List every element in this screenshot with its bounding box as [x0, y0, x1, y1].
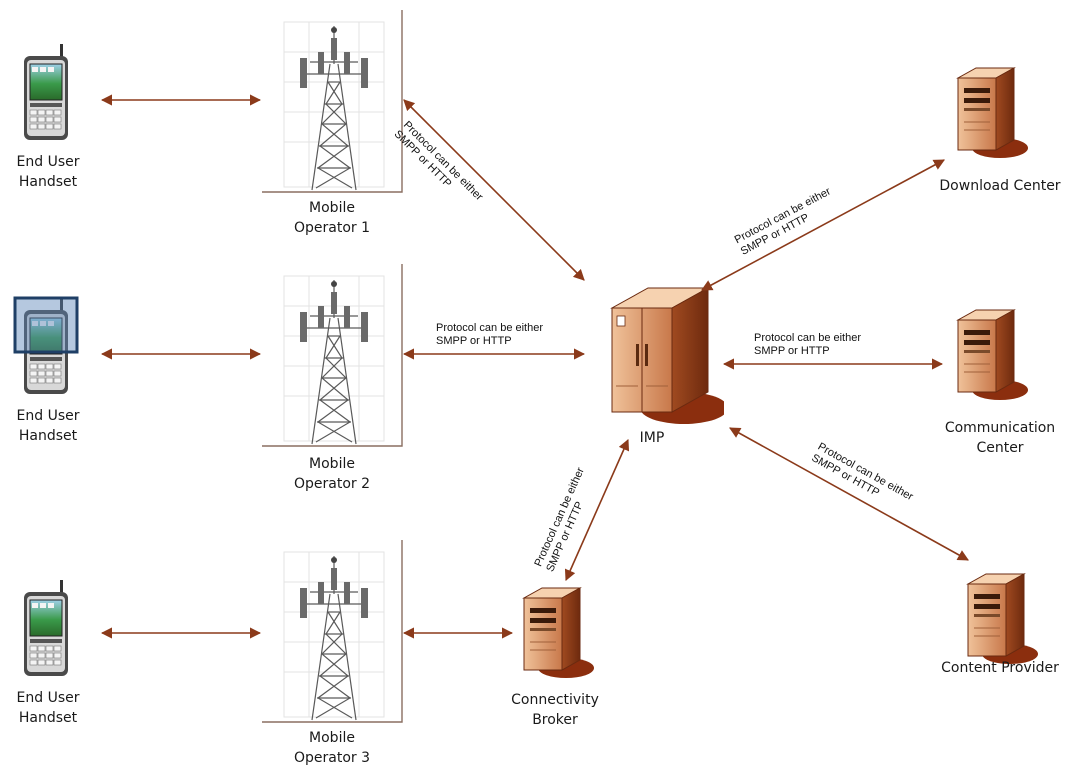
content-provider-label: Content Provider	[941, 660, 1059, 676]
end-user-handset-1	[23, 44, 69, 141]
content-provider-server-icon	[967, 573, 1038, 665]
download-center-label: Download Center	[939, 178, 1061, 194]
handset-selection-box	[13, 296, 79, 354]
imp-server-icon	[611, 287, 724, 425]
cell-tower-icon-3	[283, 551, 385, 721]
connectivity-broker-server-icon	[523, 587, 594, 679]
arrow-broker-imp	[564, 438, 630, 582]
arrow-operator1-imp	[403, 99, 585, 281]
end-user-handset-3	[23, 580, 69, 677]
arrow-imp-download-center	[701, 159, 945, 291]
communication-center-server-icon	[957, 309, 1028, 401]
operator-3-frame	[262, 540, 403, 723]
cell-tower-icon-1	[283, 21, 385, 191]
arrow-imp-content-provider	[729, 427, 969, 561]
cell-tower-icon-2	[283, 275, 385, 445]
download-center-server-icon	[957, 67, 1028, 159]
imp-label: IMP	[639, 430, 665, 446]
operator-2-frame	[262, 264, 403, 447]
operator-1-frame	[262, 10, 403, 193]
